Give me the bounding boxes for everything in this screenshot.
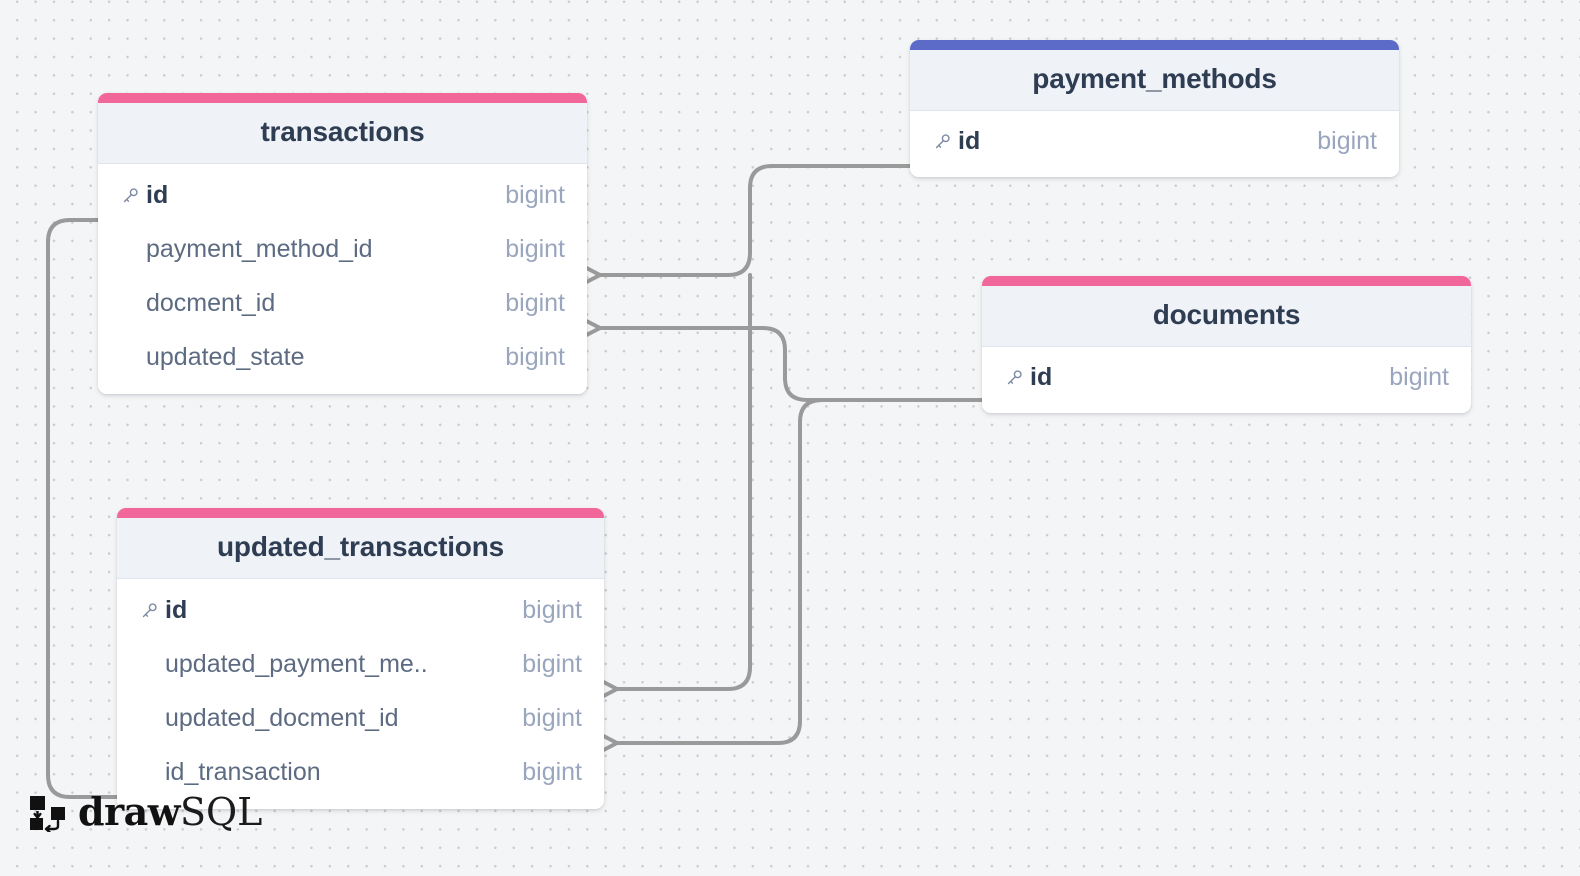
table-accent-bar <box>98 93 587 103</box>
column-type: bigint <box>522 757 582 786</box>
column-type: bigint <box>505 288 565 317</box>
key-icon <box>141 602 158 619</box>
table-accent-bar <box>982 276 1471 286</box>
edge-transactions-documents <box>598 326 986 402</box>
table-title-transactions: transactions <box>98 103 587 164</box>
table-row[interactable]: id bigint <box>98 168 587 222</box>
table-row[interactable]: id_transaction bigint <box>117 745 604 799</box>
column-type: bigint <box>505 342 565 371</box>
table-accent-bar <box>117 508 604 518</box>
column-name: id <box>165 595 188 624</box>
table-row[interactable]: updated_payment_me.. bigint <box>117 637 604 691</box>
column-type: bigint <box>505 180 565 209</box>
table-accent-bar <box>910 40 1399 50</box>
table-row[interactable]: updated_docment_id bigint <box>117 691 604 745</box>
column-type: bigint <box>522 595 582 624</box>
table-row[interactable]: id bigint <box>982 351 1471 403</box>
column-name: id_transaction <box>165 757 321 786</box>
table-card-payment-methods[interactable]: payment_methods id bigint <box>910 40 1399 177</box>
column-name: updated_payment_me.. <box>165 649 428 678</box>
column-name: updated_state <box>146 342 305 371</box>
column-type: bigint <box>1317 126 1377 155</box>
edge-updated-transactions-payment-methods <box>615 273 752 691</box>
table-row[interactable]: payment_method_id bigint <box>98 222 587 276</box>
column-name: docment_id <box>146 288 276 317</box>
key-icon <box>1006 369 1023 386</box>
table-columns-documents: id bigint <box>982 347 1471 413</box>
column-name: id <box>1030 362 1053 391</box>
table-title-updated-transactions: updated_transactions <box>117 518 604 579</box>
table-row[interactable]: id bigint <box>910 115 1399 167</box>
column-name: payment_method_id <box>146 234 373 263</box>
table-card-transactions[interactable]: transactions id bigint <box>98 93 587 394</box>
table-row[interactable]: updated_state bigint <box>98 330 587 384</box>
table-card-updated-transactions[interactable]: updated_transactions id bigint <box>117 508 604 809</box>
table-row[interactable]: docment_id bigint <box>98 276 587 330</box>
table-row[interactable]: id bigint <box>117 583 604 637</box>
table-card-documents[interactable]: documents id bigint <box>982 276 1471 413</box>
column-type: bigint <box>1389 362 1449 391</box>
edge-transactions-payment-methods <box>598 164 914 277</box>
column-type: bigint <box>522 649 582 678</box>
drawsql-logo-icon <box>28 792 70 833</box>
table-columns-transactions: id bigint payment_method_id bigint docme… <box>98 164 587 394</box>
table-columns-updated-transactions: id bigint updated_payment_me.. bigint up… <box>117 579 604 809</box>
edge-updated-transactions-documents <box>615 398 986 745</box>
table-title-documents: documents <box>982 286 1471 347</box>
table-columns-payment-methods: id bigint <box>910 111 1399 177</box>
key-icon <box>122 187 139 204</box>
column-type: bigint <box>522 703 582 732</box>
table-title-payment-methods: payment_methods <box>910 50 1399 111</box>
column-type: bigint <box>505 234 565 263</box>
column-name: id <box>958 126 981 155</box>
column-name: id <box>146 180 169 209</box>
key-icon <box>934 133 951 150</box>
column-name: updated_docment_id <box>165 703 399 732</box>
